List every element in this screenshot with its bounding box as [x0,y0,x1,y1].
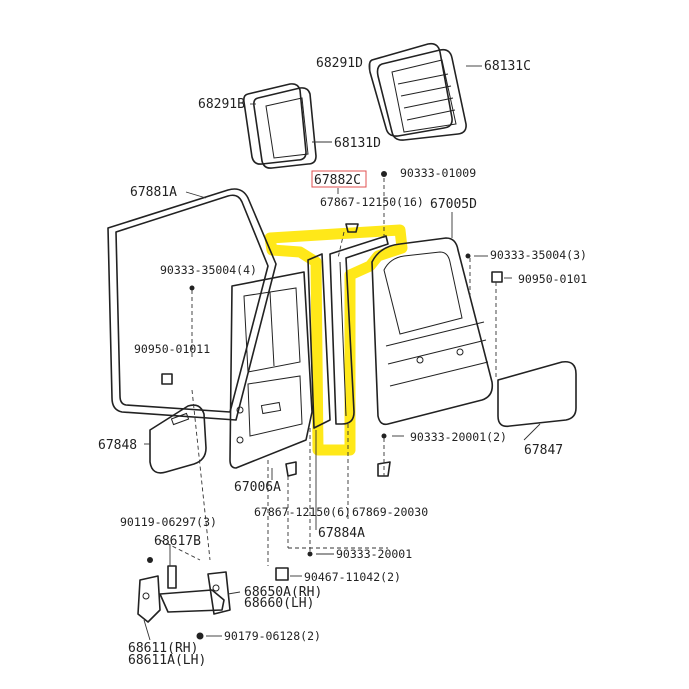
label-90333-35004-3: 90333-35004(3) [490,248,587,262]
highlight-outline [264,224,408,456]
screw-90333-35004-left [189,285,195,291]
label-67005d: 67005D [430,197,477,212]
clip-67867 [345,223,359,233]
callout-box-67882c [311,170,367,188]
label-67869-20030: 67869-20030 [352,505,428,519]
label-67867-12150-16: 67867-12150(16) [320,195,424,209]
clip-67867-lower [285,461,297,477]
label-68660-lh: 68660(LH) [244,596,314,611]
label-90119-06297-3: 90119-06297(3) [120,515,217,529]
bolt-90467 [275,567,289,581]
label-90333-20001: 90333-20001 [336,547,412,561]
label-68291d: 68291D [316,56,363,71]
screw-90333-20001-lower [307,551,313,557]
label-67847: 67847 [524,443,563,458]
label-90333-35004-4: 90333-35004(4) [160,263,257,277]
label-90333-01009: 90333-01009 [400,166,476,180]
bolt-90179 [196,632,204,640]
label-67881a: 67881A [130,185,177,200]
door-right [371,237,494,426]
label-68611a-lh: 68611A(LH) [128,653,206,668]
leader-lines [143,62,541,641]
label-90467-11042-2: 90467-11042(2) [304,570,401,584]
door-left [229,271,313,469]
label-90333-20001-2: 90333-20001(2) [410,430,507,444]
door-weatherstrip-left [107,188,277,421]
label-67884a: 67884A [318,526,365,541]
label-68131c: 68131C [484,59,531,74]
label-90950-0101: 90950-0101 [518,272,587,286]
label-67848: 67848 [98,438,137,453]
label-68650a-rh: 68650A(RH) [244,585,322,600]
nut-90950-01011 [161,373,173,385]
label-67867-12150-6: 67867-12150(6) [254,505,351,519]
center-weatherstrip [307,235,389,429]
clip-67869 [377,461,391,477]
bolt-90119 [147,557,153,563]
label-67882c: 67882C [314,173,361,188]
nut-90950-0101 [491,271,503,283]
label-90179-06128-2: 90179-06128(2) [224,629,321,643]
quarter-glass-right [368,42,467,141]
trim-panel-left [149,404,207,474]
trim-panel-right [497,360,577,428]
label-68617b: 68617B [154,534,201,549]
screw-90333-01009 [381,171,387,177]
label-67006a: 67006A [234,480,281,495]
label-68291b: 68291B [198,97,245,112]
label-90950-01011: 90950-01011 [134,342,210,356]
part-labels: 68291D 68131C 68291B 68131D 67882C 90333… [98,56,587,668]
hinge-assembly [137,565,231,623]
label-68611-rh: 68611(RH) [128,641,198,656]
quarter-glass-left [243,83,317,169]
screw-90333-35004-right [465,253,471,259]
screw-90333-20001-right [381,433,387,439]
label-68131d: 68131D [334,136,381,151]
assembly-dash-lines [159,178,497,566]
